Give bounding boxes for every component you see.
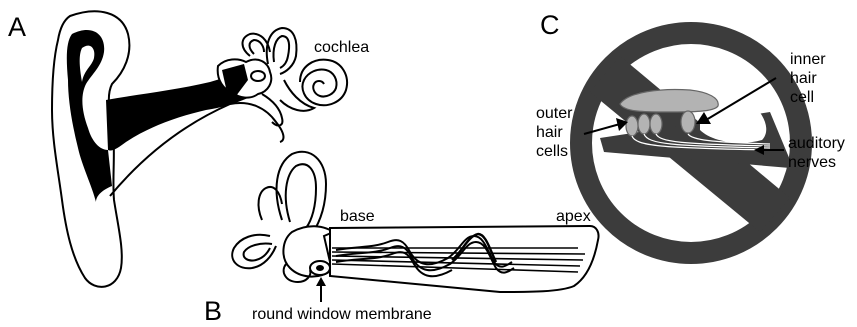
round-window-membrane-label: round window membrane — [252, 305, 432, 324]
auditory-nerves-label: auditory nerves — [788, 134, 845, 172]
auditory-nerves-label-line: nerves — [788, 153, 845, 172]
inner-hair-cell-label-line: inner — [790, 50, 826, 69]
outer-hair-cells — [626, 114, 662, 136]
inner-hair-cell-label: inner hair cell — [790, 50, 826, 107]
ossicle-stapes — [251, 71, 265, 81]
outer-hair-cell — [638, 114, 650, 134]
outer-hair-cell — [650, 114, 662, 134]
panel-c-hair-cells — [581, 33, 801, 253]
round-window-arrow — [316, 277, 326, 302]
outer-hair-cells-label-line: hair — [536, 123, 572, 142]
auditory-nerves-label-line: auditory — [788, 134, 845, 153]
outer-hair-cell — [626, 116, 638, 136]
outer-hair-cells-label: outer hair cells — [536, 104, 572, 161]
apex-label: apex — [556, 207, 591, 226]
panel-b-uncoiled-cochlea — [232, 152, 598, 302]
outer-hair-cells-label-line: cells — [536, 142, 572, 161]
inner-hair-cell-label-line: hair — [790, 69, 826, 88]
inner-hair-cell-label-line: cell — [790, 88, 826, 107]
outer-hair-cells-label-line: outer — [536, 104, 572, 123]
round-window-inner — [316, 265, 324, 271]
inner-hair-cell — [681, 111, 695, 133]
panel-b-letter: B — [204, 296, 222, 326]
panel-a-letter: A — [8, 12, 26, 42]
cochlea-label: cochlea — [314, 38, 369, 57]
base-label: base — [340, 207, 375, 226]
panel-c-letter: C — [540, 10, 560, 40]
